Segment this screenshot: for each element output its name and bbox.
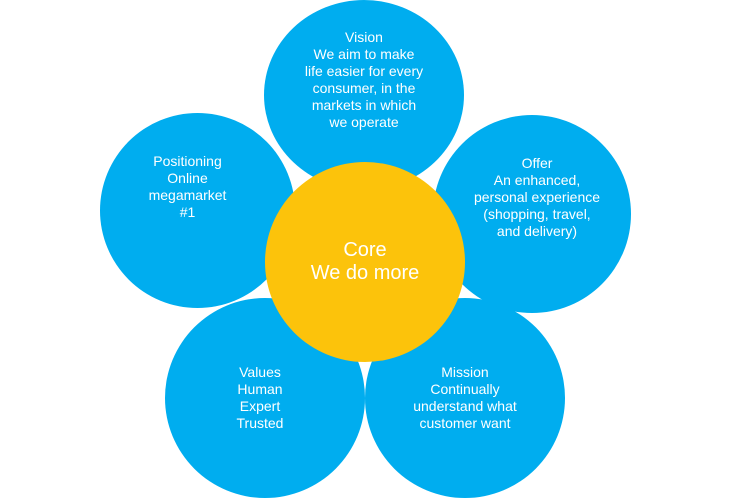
vision-petal: Vision We aim to make life easier for ev…: [264, 0, 464, 190]
positioning-body: Online megamarket #1: [148, 169, 227, 220]
positioning-title: Positioning: [153, 152, 222, 169]
core-title: Core: [343, 239, 387, 261]
mission-title: Mission: [441, 364, 489, 380]
vision-body: We aim to make life easier for every con…: [304, 46, 424, 130]
mission-body: Continually understand what customer wan…: [413, 381, 517, 431]
core-body: We do more: [310, 262, 420, 284]
offer-petal: Offer An enhanced, personal experience (…: [433, 115, 631, 313]
positioning-petal: Positioning Online megamarket #1: [100, 113, 295, 308]
offer-title: Offer: [521, 154, 553, 171]
values-body: Human Expert Trusted: [236, 381, 284, 431]
core-circle: Core We do more: [265, 162, 465, 362]
vision-title: Vision: [345, 29, 383, 45]
offer-body: An enhanced, personal experience (shoppi…: [473, 171, 601, 239]
values-title: Values: [239, 364, 281, 380]
